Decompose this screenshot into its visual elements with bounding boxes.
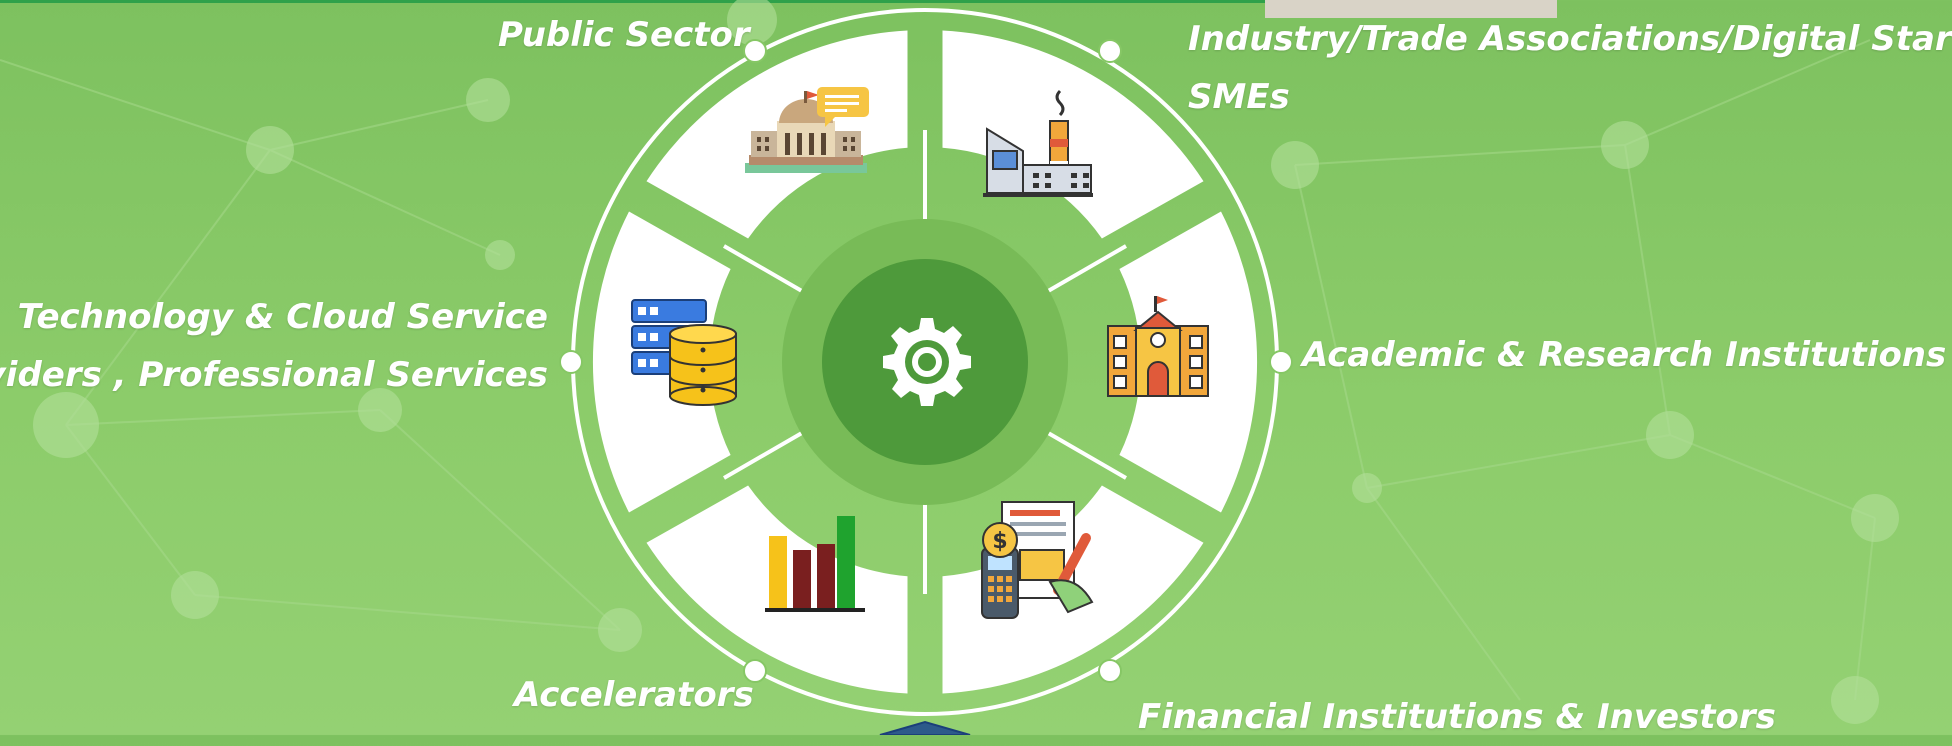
- top-accent-bar: [0, 0, 1450, 3]
- label-technology-line-2: Providers , Professional Services: [0, 355, 548, 395]
- top-tab: [1265, 0, 1557, 18]
- dot-industry: [1098, 39, 1122, 63]
- segment-industry[interactable]: [942, 30, 1204, 239]
- dot-accelerators: [743, 659, 767, 683]
- background-nodes: [33, 0, 1899, 724]
- label-accelerators: Accelerators: [514, 675, 754, 715]
- label-public-sector: Public Sector: [498, 15, 750, 55]
- factory-icon: [983, 89, 1093, 197]
- label-industry-line-2: SMEs: [1188, 77, 1290, 117]
- finance-payment-icon: $: [981, 501, 1094, 619]
- database-server-icon: [631, 299, 737, 406]
- school-icon: [1107, 296, 1209, 397]
- label-industry-line-1: Industry/Trade Associations/Digital Star…: [1188, 19, 1952, 59]
- dot-public-sector: [743, 39, 767, 63]
- label-industry: Industry/Trade Associations/Digital Star…: [1188, 10, 1952, 126]
- dot-academic: [1269, 350, 1293, 374]
- background-network: [0, 39, 1876, 701]
- label-financial: Financial Institutions & Investors: [1138, 697, 1776, 737]
- label-technology: Technology & Cloud Service Providers , P…: [0, 288, 548, 404]
- dot-financial: [1098, 659, 1122, 683]
- bar-chart-icon: [765, 516, 865, 612]
- connection-dots: [559, 39, 1293, 683]
- label-academic: Academic & Research Institutions: [1302, 335, 1947, 375]
- government-building-icon: [745, 87, 869, 173]
- label-technology-line-1: Technology & Cloud Service: [17, 297, 548, 337]
- bottom-emblem: [879, 720, 971, 735]
- dot-technology: [559, 350, 583, 374]
- gear-icon: [883, 318, 971, 406]
- svg-text:$: $: [992, 529, 1007, 554]
